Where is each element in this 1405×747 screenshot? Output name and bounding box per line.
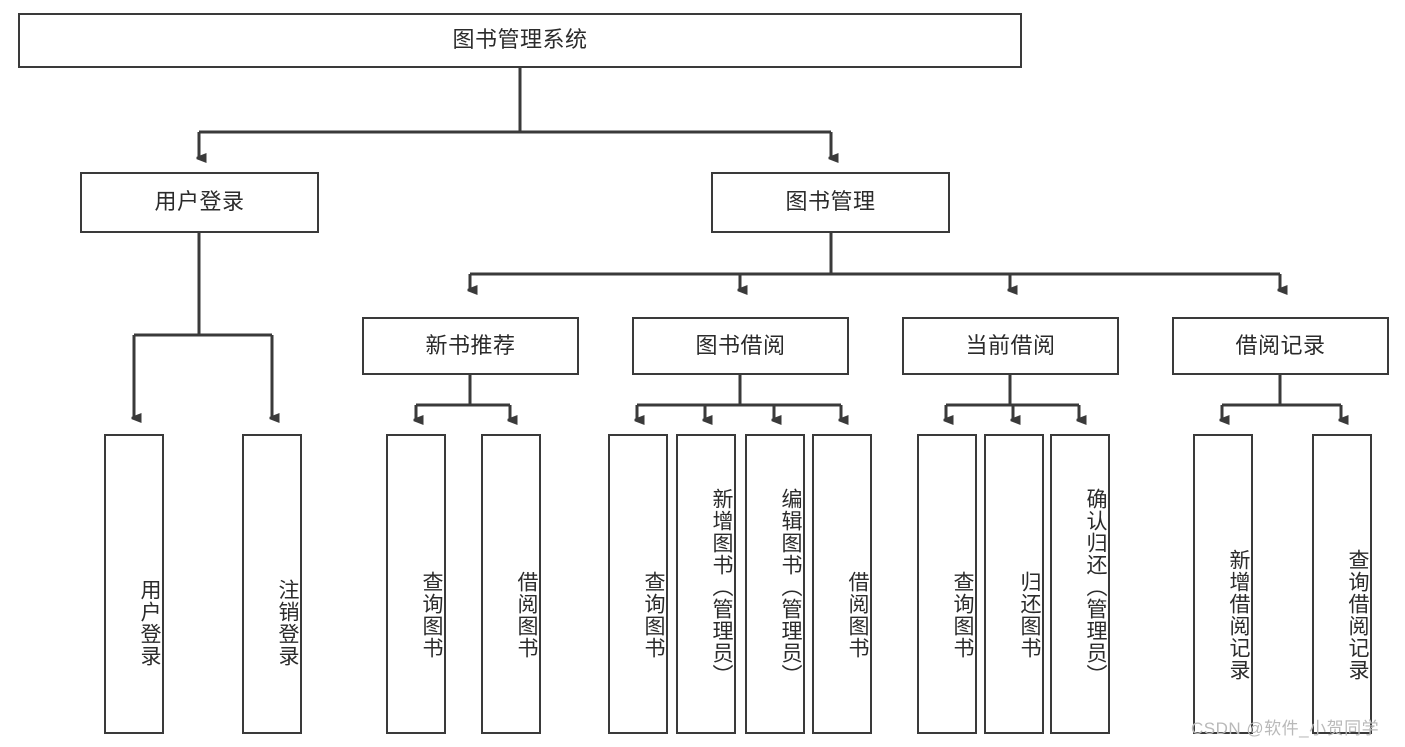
node-label: 注销登录 [276, 579, 299, 667]
leaf-user-login[interactable]: 用户登录 [104, 434, 164, 734]
node-label: 用户登录 [154, 189, 245, 215]
node-label: 借阅图书 [515, 571, 538, 659]
node-label: 图书借阅 [695, 332, 786, 358]
node-label: 归还图书 [1018, 571, 1041, 659]
leaf-return-book[interactable]: 归还图书 [984, 434, 1044, 734]
leaf-add-borrow-record[interactable]: 新增借阅记录 [1193, 434, 1253, 734]
node-label: 查询图书 [642, 571, 665, 659]
node-label: 查询图书 [420, 571, 443, 659]
node-label: 借阅记录 [1235, 332, 1326, 358]
node-current-borrow[interactable]: 当前借阅 [902, 317, 1119, 375]
node-label: 新书推荐 [425, 332, 516, 358]
leaf-borrow-book-recommend[interactable]: 借阅图书 [481, 434, 541, 734]
node-user-login[interactable]: 用户登录 [80, 172, 319, 233]
node-label: 图书管理 [785, 189, 876, 215]
node-book-management[interactable]: 图书管理 [711, 172, 950, 233]
leaf-query-book-recommend[interactable]: 查询图书 [386, 434, 446, 734]
leaf-query-book-borrow[interactable]: 查询图书 [608, 434, 668, 734]
leaf-logout-login[interactable]: 注销登录 [242, 434, 302, 734]
node-label: 查询借阅记录 [1346, 549, 1369, 681]
leaf-confirm-return-admin[interactable]: 确认归还（管理员） [1050, 434, 1110, 734]
node-new-book-recommend[interactable]: 新书推荐 [362, 317, 579, 375]
node-label: 确认归还（管理员） [1084, 488, 1107, 686]
leaf-query-borrow-record[interactable]: 查询借阅记录 [1312, 434, 1372, 734]
node-borrow-record[interactable]: 借阅记录 [1172, 317, 1389, 375]
node-book-borrow[interactable]: 图书借阅 [632, 317, 849, 375]
node-label: 编辑图书（管理员） [779, 488, 802, 686]
leaf-query-book-current[interactable]: 查询图书 [917, 434, 977, 734]
node-label: 新增图书（管理员） [710, 488, 733, 686]
node-label: 图书管理系统 [452, 27, 588, 53]
node-label: 新增借阅记录 [1227, 549, 1250, 681]
watermark: CSDN @软件_小贺同学 [1191, 719, 1380, 738]
leaf-add-book-admin[interactable]: 新增图书（管理员） [676, 434, 736, 734]
node-root-book-management-system[interactable]: 图书管理系统 [18, 13, 1022, 68]
node-label: 用户登录 [138, 579, 161, 667]
node-label: 当前借阅 [965, 332, 1056, 358]
node-label: 借阅图书 [846, 571, 869, 659]
leaf-edit-book-admin[interactable]: 编辑图书（管理员） [745, 434, 805, 734]
leaf-borrow-book[interactable]: 借阅图书 [812, 434, 872, 734]
node-label: 查询图书 [951, 571, 974, 659]
